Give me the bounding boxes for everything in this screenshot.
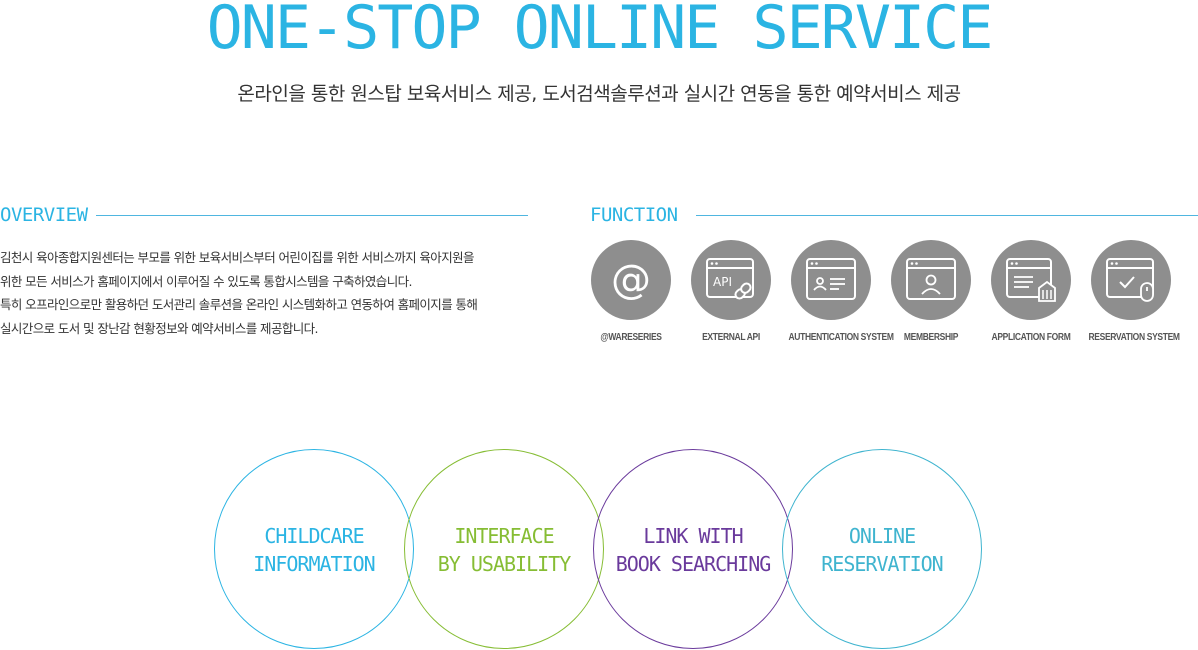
feature-link-label: LINK WITH BOOK SEARCHING — [615, 524, 772, 576]
overview-text: 김천시 육아종합지원센터는 부모를 위한 보육서비스부터 어린이집를 위한 서비… — [0, 246, 540, 340]
overview-line: 위한 모든 서비스가 홈페이지에서 이루어질 수 있도록 통합시스템을 구축하였… — [0, 273, 412, 289]
function-item-external-api: API EXTERNAL API — [681, 240, 781, 343]
svg-text:API: API — [713, 275, 732, 289]
feature-circle-reservation — [782, 449, 982, 649]
overview-heading: OVERVIEW — [0, 204, 528, 226]
function-heading: FUNCTION — [590, 204, 1198, 226]
api-window-icon: API — [691, 240, 771, 320]
overview-line: 특히 오프라인으로만 활용하던 도서관리 솔루션을 온라인 시스템화하고 연동하… — [0, 297, 478, 312]
at-sign-icon: @ — [591, 240, 671, 320]
feature-reservation-label: ONLINE RESERVATION — [821, 524, 943, 576]
page-subtitle: 온라인을 통한 원스탑 보육서비스 제공, 도서검색솔루션과 실시간 연동을 통… — [237, 83, 961, 105]
function-item-application-form: APPLICATION FORM — [981, 240, 1081, 343]
page-title: ONE-STOP ONLINE SERVICE — [206, 0, 994, 63]
function-item-label: RESERVATION SYSTEM — [1088, 332, 1181, 343]
overview-line: 김천시 육아종합지원센터는 부모를 위한 보육서비스부터 어린이집를 위한 서비… — [0, 250, 474, 265]
overview-heading-label: OVERVIEW — [0, 204, 88, 226]
function-item-reservation: RESERVATION SYSTEM — [1081, 240, 1181, 343]
function-item-membership: MEMBERSHIP — [881, 240, 981, 343]
function-heading-label: FUNCTION — [590, 204, 678, 226]
id-card-window-icon — [791, 240, 871, 320]
function-item-label: MEMBERSHIP — [903, 332, 959, 343]
function-item-label: EXTERNAL API — [702, 332, 760, 343]
overview-line: 실시간으로 도서 및 장난감 현황정보와 예약서비스를 제공합니다. — [0, 320, 319, 336]
user-window-icon — [891, 240, 971, 320]
function-item-label: @WARESERIES — [600, 332, 662, 343]
function-divider — [695, 214, 1198, 216]
check-mouse-window-icon — [1091, 240, 1171, 320]
function-item-label: APPLICATION FORM — [991, 332, 1071, 343]
feature-interface-label: INTERFACE BY USABILITY — [437, 524, 572, 576]
function-item-authentication: AUTHENTICATION SYSTEM — [781, 240, 894, 343]
function-item-wareseries: @ @WARESERIES — [581, 240, 681, 343]
function-item-label: AUTHENTICATION SYSTEM — [788, 332, 894, 343]
overview-divider — [95, 214, 528, 216]
form-window-icon — [991, 240, 1071, 320]
feature-childcare-label: CHILDCARE INFORMATION — [253, 524, 375, 576]
at-sign-glyph: @ — [611, 257, 651, 303]
